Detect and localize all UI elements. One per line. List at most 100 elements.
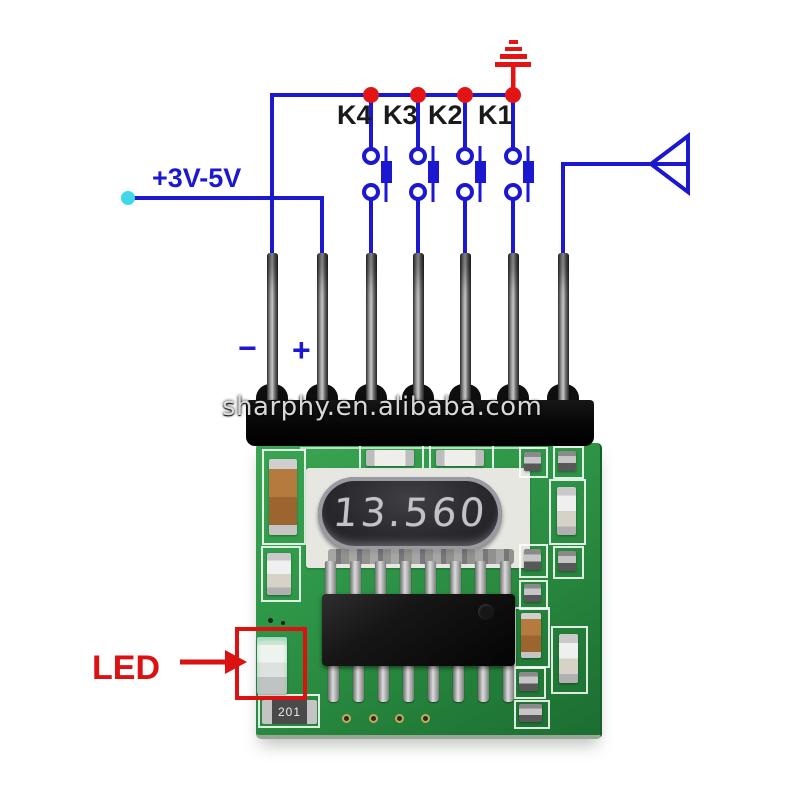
silkscreen-box [553, 446, 584, 479]
header-pin [413, 253, 424, 403]
led-label: LED [92, 649, 160, 687]
pushbutton-k3 [409, 95, 439, 253]
button-labels: K4 K3 K2 K1 [337, 100, 513, 130]
ic-lead [350, 561, 361, 597]
smd-component [524, 584, 541, 602]
silkscreen-box [514, 700, 550, 729]
smd-resistor [557, 487, 576, 535]
silkscreen-box [519, 447, 548, 478]
button-label-k1: K1 [478, 100, 513, 130]
button-label-k2: K2 [428, 100, 463, 130]
ic-lead [325, 561, 336, 597]
pin-header [246, 400, 594, 446]
ground-stem [511, 62, 516, 95]
ground-bar [500, 54, 527, 59]
silkscreen-box [519, 580, 548, 610]
board-dot [281, 621, 285, 625]
header-pin [317, 253, 328, 403]
switch-terminal [504, 183, 522, 201]
ic-lead [453, 662, 464, 702]
ic-lead [353, 662, 364, 702]
smd-component [524, 549, 541, 570]
header-pin [558, 253, 569, 403]
ic-lead [328, 662, 339, 702]
junction-dot [410, 87, 426, 103]
silkscreen-box [261, 546, 301, 602]
ic-lead [425, 561, 436, 597]
junction-dot [457, 87, 473, 103]
ground-bar [495, 62, 531, 67]
silkscreen-box [514, 667, 546, 699]
antenna-wire [561, 162, 688, 253]
watermark: sharphy.en.alibaba.com [222, 392, 543, 422]
ic-lead [450, 561, 461, 597]
actuator-cap [381, 161, 392, 183]
ground-bar [505, 47, 522, 51]
smd-capacitor [269, 459, 297, 535]
switch-terminal [456, 183, 474, 201]
ic-lead [400, 561, 411, 597]
smd-resistor [436, 450, 484, 466]
board-dot [268, 618, 273, 623]
button-label-k3: K3 [383, 100, 418, 130]
antenna-icon [647, 131, 690, 197]
smd-component [558, 551, 576, 571]
switch-terminal [409, 147, 427, 165]
ic-lead [378, 662, 389, 702]
silkscreen-box [549, 479, 586, 545]
smd-component [519, 704, 542, 722]
ic-lead [428, 662, 439, 702]
button-label-k4: K4 [337, 100, 372, 130]
power-wire [128, 196, 324, 253]
via-hole [342, 714, 351, 723]
ic-lead [475, 561, 486, 597]
via-hole [395, 714, 404, 723]
crystal-oscillator: 13.560 [318, 477, 502, 550]
ic-lead [500, 561, 511, 597]
wire-layer [128, 93, 690, 253]
ground-bar [509, 40, 518, 44]
smd-resistor [267, 553, 291, 595]
switch-terminal [362, 183, 380, 201]
led-component [257, 637, 287, 694]
pushbutton-k2 [456, 95, 486, 253]
ic-lead [375, 561, 386, 597]
led-arrow-head [225, 650, 247, 674]
header-pin [460, 253, 471, 403]
power-node-dot [121, 191, 135, 205]
silkscreen-box [553, 546, 584, 579]
smd-resistor [559, 634, 578, 683]
via-hole [369, 714, 378, 723]
ic-pin1-dot [478, 604, 494, 620]
switch-terminal [362, 147, 380, 165]
silkscreen-line [300, 447, 536, 449]
actuator-cap [428, 161, 439, 183]
bus-wire [270, 93, 517, 253]
ground-icon [495, 40, 531, 95]
header-pin [508, 253, 519, 403]
silkscreen-box [258, 694, 320, 728]
pushbutton-k4 [362, 95, 392, 253]
solder-pads-row [328, 549, 514, 564]
smd-capacitor [521, 613, 541, 658]
led-highlight-box [235, 627, 307, 700]
blue-labels: +3V-5V − + [152, 163, 311, 368]
resistor-201-marking: 201 [277, 705, 302, 719]
power-label: +3V-5V [152, 163, 241, 193]
smd-resistor [366, 450, 414, 466]
ic-lead [503, 662, 514, 702]
smd-component [524, 452, 541, 471]
ic-lead [403, 662, 414, 702]
smd-component [519, 672, 538, 691]
actuator-cap [523, 161, 534, 183]
silkscreen-box [262, 449, 306, 545]
ic-lead [478, 662, 489, 702]
switch-terminal [409, 183, 427, 201]
led-annotation: LED [92, 627, 307, 700]
switch-terminal [504, 147, 522, 165]
silkscreen-box [551, 626, 588, 694]
plus-label: + [292, 332, 311, 368]
pushbutton-k1 [504, 95, 534, 253]
